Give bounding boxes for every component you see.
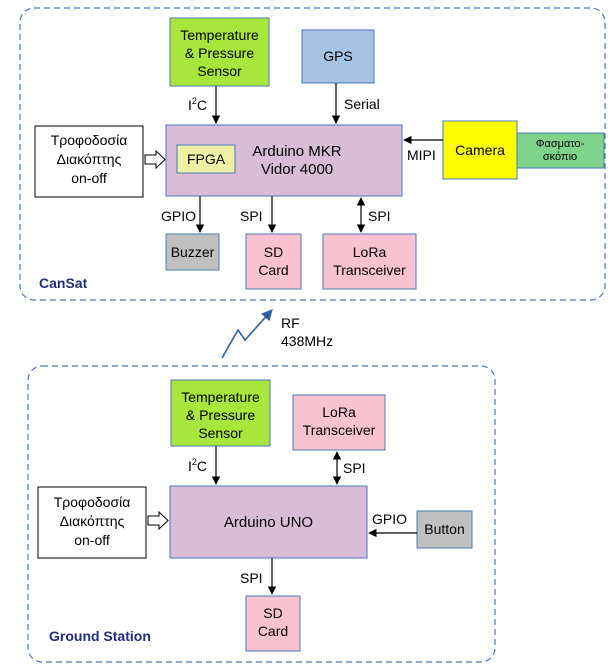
ground-switch-line-2: Διακόπτης xyxy=(60,513,125,529)
ground-temp-pressure-sensor: Temperature & Pressure Sensor xyxy=(170,379,271,447)
ground-arduino-uno-board: Arduino UNO xyxy=(169,485,368,559)
cansat-power-arrow xyxy=(144,149,166,170)
ground-sd-line-1: SD xyxy=(263,605,282,621)
cansat-section-frame xyxy=(19,7,606,301)
cansat-buzzer-label: Buzzer xyxy=(171,244,215,260)
ground-sensor-line-2: & Pressure xyxy=(186,407,255,423)
cansat-camera: Camera xyxy=(442,120,518,180)
ground-lora-line-1: LoRa xyxy=(322,404,356,420)
cansat-sd-line-2: Card xyxy=(258,262,288,278)
cansat-lora-line-1: LoRa xyxy=(353,244,387,260)
ground-sensor-line-1: Temperature xyxy=(181,389,260,405)
ground-switch-line-3: on-off xyxy=(74,532,110,548)
cansat-board-line-1: Arduino MKR xyxy=(252,143,341,160)
ground-sensor-line-3: Sensor xyxy=(198,425,243,441)
cansat-sensor-line-3: Sensor xyxy=(197,63,242,79)
cansat-lora-transceiver: LoRa Transceiver xyxy=(322,233,417,290)
cansat-switch-line-1: Τροφοδοσία xyxy=(51,132,128,148)
ground-lora-line-2: Transceiver xyxy=(303,422,376,438)
cansat-spi-sd-label: SPI xyxy=(240,208,263,224)
ground-spi-sd-label: SPI xyxy=(240,570,263,586)
ground-lora-transceiver: LoRa Transceiver xyxy=(292,394,386,451)
cansat-buzzer: Buzzer xyxy=(165,233,220,271)
cansat-fpga-label: FPGA xyxy=(187,151,226,167)
cansat-spectrometer: Φασματο- σκόπιο xyxy=(516,132,605,169)
cansat-lora-line-2: Transceiver xyxy=(333,262,406,278)
rf-link-zigzag xyxy=(221,309,273,359)
cansat-mipi-label: MIPI xyxy=(407,147,436,163)
cansat-camera-label: Camera xyxy=(455,142,505,158)
cansat-gpio-label: GPIO xyxy=(161,208,196,224)
ground-sd-line-2: Card xyxy=(258,623,288,639)
ground-power-arrow xyxy=(147,510,169,531)
ground-button-component: Button xyxy=(416,510,473,549)
ground-i2c-label: I2C xyxy=(188,457,207,474)
rf-label-line-1: RF xyxy=(281,315,300,331)
ground-section-frame xyxy=(27,365,496,663)
ground-sd-card: SD Card xyxy=(245,595,301,652)
cansat-switch-line-3: on-off xyxy=(71,170,107,186)
ground-board-label: Arduino UNO xyxy=(224,514,313,531)
cansat-switch-line-2: Διακόπτης xyxy=(57,151,122,167)
cansat-spectrometer-line-1: Φασματο- xyxy=(536,138,585,150)
cansat-gps-label: GPS xyxy=(323,48,353,64)
cansat-gps-module: GPS xyxy=(301,29,375,84)
ground-power-switch: Τροφοδοσία Διακόπτης on-off xyxy=(37,486,147,559)
cansat-serial-label: Serial xyxy=(344,96,380,112)
cansat-power-switch: Τροφοδοσία Διακόπτης on-off xyxy=(34,125,144,198)
rf-label-line-2: 438MHz xyxy=(281,333,333,349)
cansat-i2c-label: I2C xyxy=(188,96,207,113)
cansat-spi-lora-label: SPI xyxy=(368,208,391,224)
ground-gpio-label: GPIO xyxy=(372,511,407,527)
ground-button-label: Button xyxy=(424,521,464,537)
ground-section-label: Ground Station xyxy=(49,628,151,644)
cansat-sensor-line-1: Temperature xyxy=(180,27,259,43)
cansat-sensor-line-2: & Pressure xyxy=(185,45,254,61)
cansat-temp-pressure-sensor: Temperature & Pressure Sensor xyxy=(169,17,270,87)
cansat-board-line-2: Vidor 4000 xyxy=(261,161,333,178)
ground-switch-line-1: Τροφοδοσία xyxy=(54,494,131,510)
cansat-sd-card: SD Card xyxy=(245,233,302,290)
cansat-section-label: CanSat xyxy=(39,275,88,291)
ground-spi-lora-label: SPI xyxy=(343,460,366,476)
cansat-spectrometer-line-2: σκόπιο xyxy=(543,151,577,163)
cansat-fpga-chip: FPGA xyxy=(176,144,236,174)
cansat-sd-line-1: SD xyxy=(264,244,283,260)
